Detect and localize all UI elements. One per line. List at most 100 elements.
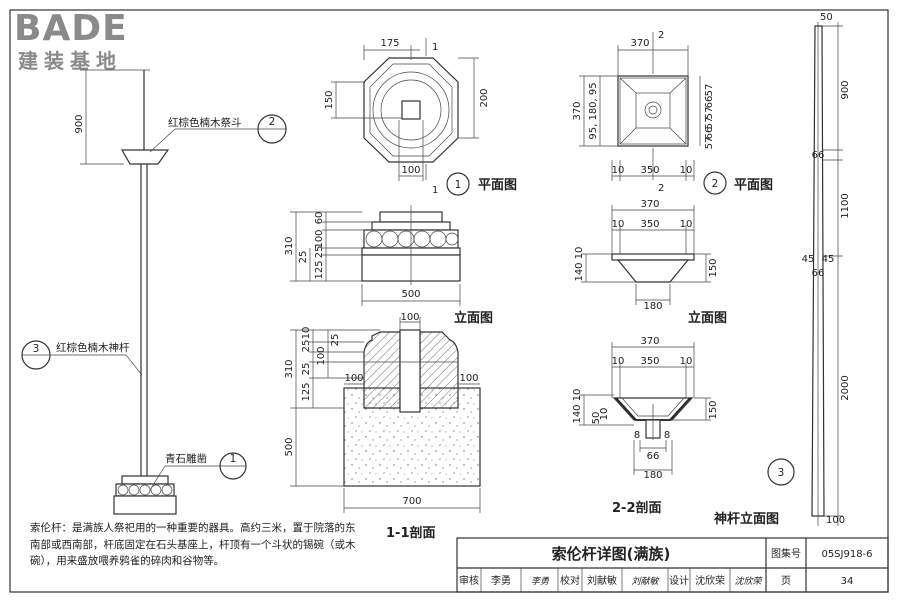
view2-elev-dim-tl: 10: [612, 219, 625, 230]
view1-sect-dim-right-step: 100: [459, 373, 478, 384]
view2-plan-dim-r6: 57: [704, 137, 715, 150]
view3-dim-45a: 45: [802, 254, 815, 265]
view2-sect-dim-tm: 350: [640, 356, 659, 367]
view2-elev-dim-bottom: 180: [643, 301, 662, 312]
view1-elev-title: 立面图: [454, 310, 493, 326]
view1-sect-dim-a: 25: [301, 340, 312, 353]
view3-dim-45b: 45: [822, 254, 835, 265]
check-label: 校对: [560, 574, 580, 587]
view3-dim-66a: 66: [812, 150, 825, 161]
view1-sect-dim-top: 100: [400, 312, 419, 323]
view1-sect-dim-b: 25: [301, 363, 312, 376]
view1-elev-dim-b3: 25: [314, 246, 325, 259]
view1-plan-dim-right: 200: [479, 88, 490, 107]
checker-name: 刘献敏: [587, 574, 617, 587]
view3-pole-elevation: 50 900 66 1100 45 45 66 2000 100 3 神杆立面图: [714, 12, 851, 527]
designer-signature: 沈欣荣: [734, 576, 763, 587]
callout-2-num: 2: [269, 116, 276, 128]
view1-section: 310 10 25 25 125 100 25 500 100 100 100 …: [284, 312, 481, 541]
view2-sect-dim-a: 50: [591, 412, 602, 425]
view2-plan-dim-top: 370: [630, 38, 649, 49]
view3-dim-2000: 2000: [840, 375, 851, 400]
view2-plan-dim-left-parts: 95, 180, 95: [588, 82, 599, 139]
view3-dim-1100: 1100: [840, 193, 851, 218]
view3-dim-900: 900: [840, 80, 851, 99]
view1-section-mark-top: 1: [432, 42, 438, 53]
view2-elev-dim-total: 140: [574, 262, 585, 281]
logo-tagline-text: 建装基地: [18, 49, 122, 73]
title-block-title: 索伦杆详图(满族): [552, 545, 671, 563]
view1-sect-dim-left-step: 100: [344, 373, 363, 384]
view1-elev-dim-total: 310: [284, 236, 295, 255]
view3-dim-66b: 66: [812, 268, 825, 279]
design-label: 设计: [669, 574, 689, 587]
callout-1-text: 青石雕凿: [165, 452, 207, 465]
view1-plan-dim-bottom: 100: [401, 165, 420, 176]
view2-elev-title: 立面图: [688, 310, 727, 326]
reviewer-signature: 李勇: [531, 576, 550, 587]
view2-section-mark-bottom: 2: [658, 183, 664, 194]
description-note: 索伦杆：是满族人祭祀用的一种重要的器具。高约三米，置于院落的东南部或西南部，杆底…: [30, 522, 356, 567]
view2-plan-dim-r5: 66: [704, 127, 715, 140]
view1-plan-dim-top: 175: [380, 38, 399, 49]
view3-dim-100: 100: [826, 515, 845, 526]
view1-section-mark-bottom: 1: [432, 185, 438, 196]
view1-sect-dim-total: 310: [284, 359, 295, 378]
view2-section-mark-top: 2: [658, 30, 664, 41]
view1-sect-dim-base: 500: [284, 437, 295, 456]
atlas-number: 05SJ918-6: [821, 549, 872, 560]
view1-sect-title: 1-1剖面: [386, 525, 436, 541]
view3-ref: 3: [778, 467, 785, 479]
view2-elev-dim-htop: 10: [574, 247, 585, 260]
view2-elev-dim-tm: 350: [640, 219, 659, 230]
view3-dim-top: 50: [820, 12, 833, 23]
view2-plan-dim-r2: 66: [704, 96, 715, 109]
callout-3-text: 红棕色楠木神杆: [56, 341, 130, 354]
reviewer-name: 李勇: [491, 574, 511, 587]
view2-plan-dim-bm: 350: [640, 165, 659, 176]
view2-plan-dim-bl: 10: [612, 165, 625, 176]
view2-section: 370 10 350 10 140 10 50 10 150 8 8 66 18…: [572, 336, 719, 516]
view1-elev-dim-b2: 25: [298, 251, 309, 264]
view1-elev-dim-top: 60: [314, 212, 325, 225]
view2-elev-dim-right: 150: [708, 258, 719, 277]
view2-plan: 2 2 370 370 95, 180, 95 57 66 57 57 66 5…: [572, 30, 773, 195]
view2-sect-dim-htop: 10: [572, 389, 583, 402]
view2-sect-dim-total: 140: [572, 404, 583, 423]
callout-3-num: 3: [33, 343, 40, 355]
view2-elev-dim-top: 370: [640, 199, 659, 210]
view1-sect-dim-e: 100: [316, 346, 327, 365]
view3-title: 神杆立面图: [714, 511, 779, 527]
view2-sect-dim-top: 370: [640, 336, 659, 347]
view2-sect-dim-right: 150: [708, 400, 719, 419]
pole-dim-900: 900: [74, 114, 85, 133]
designer-name: 沈欣荣: [695, 574, 725, 587]
view2-sect-dim-s2: 8: [664, 430, 670, 441]
view2-plan-dim-r1: 57: [704, 84, 715, 97]
view2-sect-dim-tr: 10: [680, 356, 693, 367]
view1-sect-dim-width: 700: [402, 496, 421, 507]
page-number: 34: [841, 576, 854, 587]
brand-logo: BADE 建装基地: [14, 8, 128, 73]
logo-brand-text: BADE: [14, 8, 128, 49]
view2-plan-title: 平面图: [734, 178, 773, 193]
view2-plan-ref: 2: [712, 178, 719, 190]
atlas-label: 图集号: [771, 547, 801, 560]
view2-elev-dim-tr: 10: [680, 219, 693, 230]
view1-plan: 1 1 175 150 200 100 1 平面图: [324, 38, 517, 196]
view1-elev-dim-b1: 125: [314, 260, 325, 279]
view1-plan-ref: 1: [455, 179, 462, 191]
checker-signature: 刘献敏: [631, 576, 660, 587]
title-block: 索伦杆详图(满族) 图集号 05SJ918-6 审核 李勇 李勇 校对 刘献敏 …: [456, 537, 889, 593]
pole-overview: 900 红棕色楠木祭斗 2 3 红棕色楠木神杆 青石雕凿 1: [21, 69, 287, 515]
view1-sect-dim-d: 10: [301, 327, 312, 340]
sheet-border: [9, 9, 889, 593]
view2-plan-dim-r4: 57: [704, 117, 715, 130]
view2-sect-dim-b2: 180: [643, 470, 662, 481]
view2-sect-dim-tl: 10: [612, 356, 625, 367]
view1-elev-dim-width: 500: [401, 289, 420, 300]
view1-elevation: 310 60 100 25 125 25 500 立面图: [284, 205, 493, 326]
review-label: 审核: [459, 574, 479, 587]
view1-plan-title: 平面图: [478, 178, 517, 193]
